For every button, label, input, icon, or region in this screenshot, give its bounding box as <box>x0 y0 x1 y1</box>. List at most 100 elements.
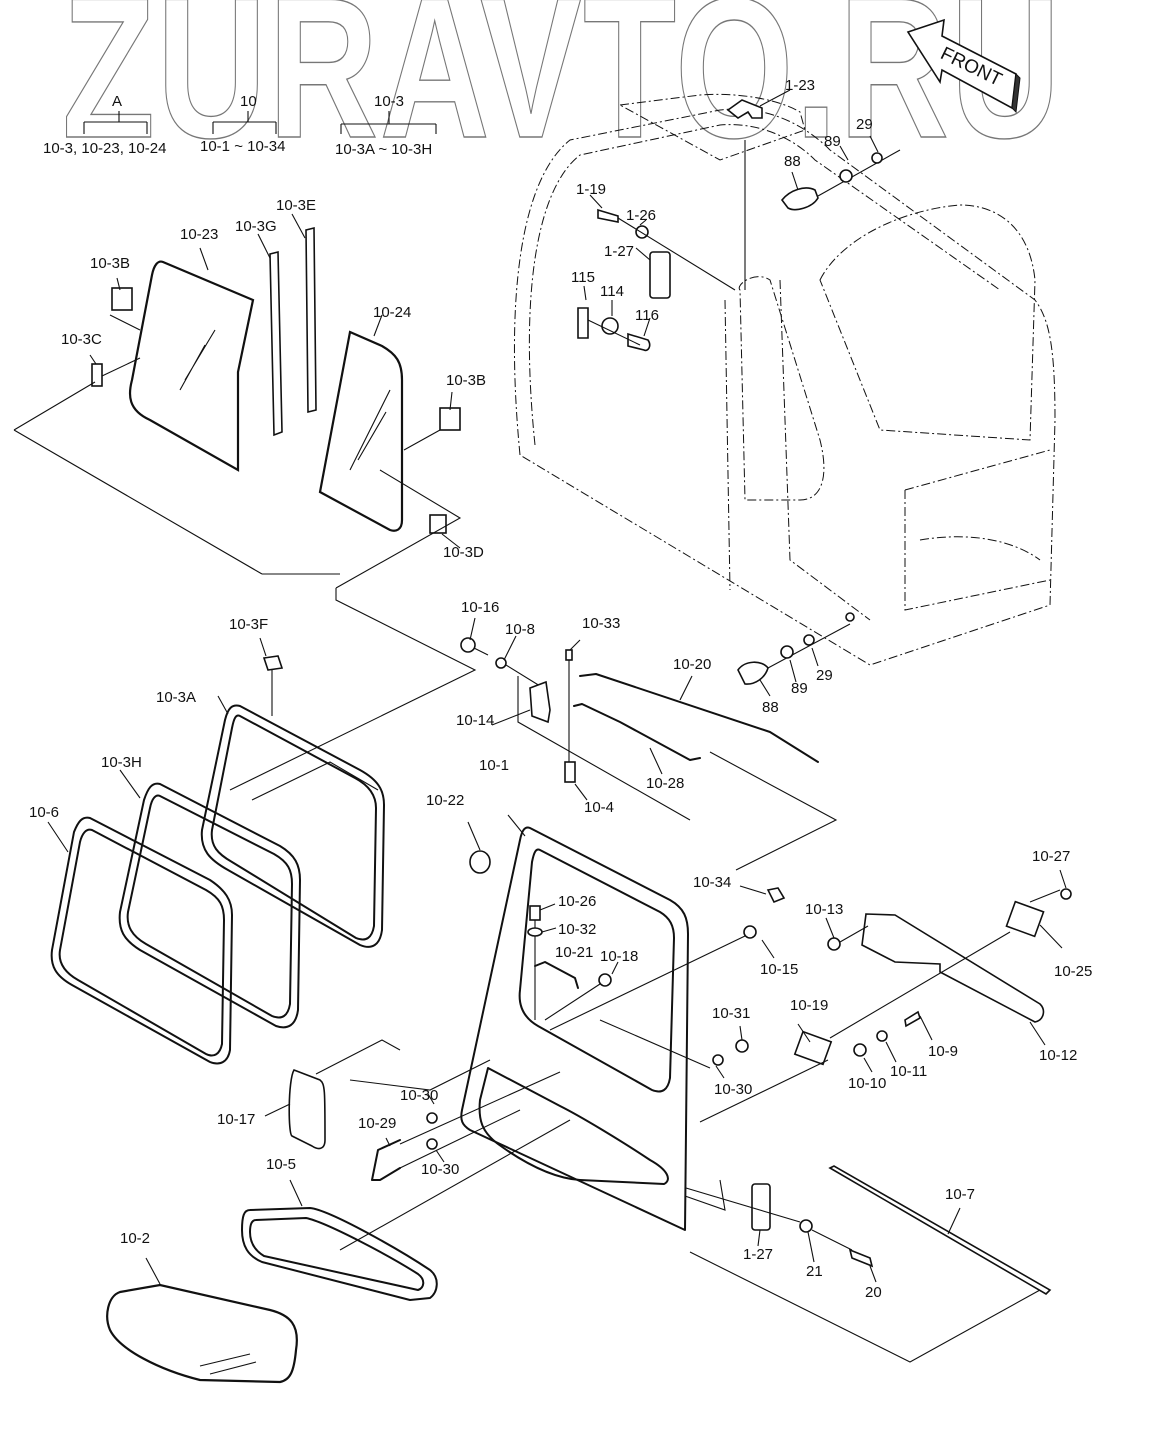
part-10-28-rod <box>573 703 838 871</box>
label-10-16: 10-16 <box>461 599 499 616</box>
part-10-3F <box>259 637 284 716</box>
label-10-5: 10-5 <box>266 1156 296 1173</box>
assembly-outline-a <box>13 381 340 575</box>
label-10-26: 10-26 <box>558 893 596 910</box>
part-10-24-glass <box>318 314 404 532</box>
watermark-text: ZURAVTO.RU <box>62 0 1062 180</box>
legend-head: 10-3 <box>374 93 404 110</box>
part-10-30-washers <box>399 1071 561 1169</box>
part-10-32-washer <box>527 927 557 937</box>
label-10-28: 10-28 <box>646 775 684 792</box>
part-10-2-glass <box>106 1257 298 1384</box>
part-10-17-armrest <box>264 1039 491 1150</box>
legend-members: 10-3A ~ 10-3H <box>335 141 432 158</box>
assembly-legend: A 10-3, 10-23, 10-24 10 10-1 ~ 10-34 10-… <box>43 93 437 158</box>
label-89-top: 89 <box>824 133 841 150</box>
label-10-14: 10-14 <box>456 712 494 729</box>
label-10-13: 10-13 <box>805 901 843 918</box>
label-1-26: 1-26 <box>626 207 656 224</box>
label-10-3A: 10-3A <box>156 689 196 706</box>
part-10-3H-seal <box>118 769 301 1029</box>
part-10-29-handle <box>371 1137 401 1181</box>
label-10-3C: 10-3C <box>61 331 102 348</box>
label-116: 116 <box>635 307 659 324</box>
part-10-13-clip <box>825 917 869 951</box>
legend-members: 10-3, 10-23, 10-24 <box>43 140 166 157</box>
label-10-24: 10-24 <box>373 304 411 321</box>
label-10-21: 10-21 <box>555 944 593 961</box>
legend-group-10: 10 10-1 ~ 10-34 <box>200 93 285 155</box>
part-10-3C <box>89 354 141 387</box>
label-10-15: 10-15 <box>760 961 798 978</box>
label-10-29: 10-29 <box>358 1115 396 1132</box>
part-10-5-seal <box>241 1119 571 1301</box>
part-10-23-glass <box>128 247 255 472</box>
part-21-washer <box>799 1219 815 1263</box>
label-10-27: 10-27 <box>1032 848 1070 865</box>
part-10-21-rod <box>534 961 579 989</box>
legend-head: A <box>112 93 122 110</box>
front-arrow-icon: FRONT <box>906 18 1021 114</box>
label-10-3D: 10-3D <box>443 544 484 561</box>
part-10-12-handle <box>861 913 1046 1046</box>
legend-group-10-3: 10-3 10-3A ~ 10-3H <box>335 93 437 158</box>
label-10-1: 10-1 <box>479 757 509 774</box>
part-10-31-10-30-right <box>599 1019 749 1079</box>
label-10-3F: 10-3F <box>229 616 268 633</box>
label-10-23: 10-23 <box>180 226 218 243</box>
label-10-30-right: 10-30 <box>714 1081 752 1098</box>
part-88-89-29-top <box>780 135 901 211</box>
part-10-25-cover <box>829 889 1063 1039</box>
part-10-4-stud <box>564 761 588 801</box>
label-10-32: 10-32 <box>558 921 596 938</box>
label-10-34: 10-34 <box>693 874 731 891</box>
label-29-top: 29 <box>856 116 873 133</box>
label-1-23: 1-23 <box>785 77 815 94</box>
part-10-15-lock <box>549 925 775 1031</box>
part-10-7-strip <box>828 1165 1052 1296</box>
label-1-27-top: 1-27 <box>604 243 634 260</box>
label-1-27-bot: 1-27 <box>743 1246 773 1263</box>
label-10-6: 10-6 <box>29 804 59 821</box>
part-10-16-bolt <box>460 617 489 656</box>
part-1-23 <box>726 89 791 119</box>
legend-members: 10-1 ~ 10-34 <box>200 138 285 155</box>
label-89-bot: 89 <box>791 680 808 697</box>
label-29-bot: 29 <box>816 667 833 684</box>
label-10-4: 10-4 <box>584 799 614 816</box>
part-10-8-washer <box>495 635 541 687</box>
label-21: 21 <box>806 1263 823 1280</box>
part-10-3D <box>335 469 462 589</box>
label-10-3B-left: 10-3B <box>90 255 130 272</box>
part-10-14-latch <box>491 676 691 821</box>
label-10-3G: 10-3G <box>235 218 277 235</box>
part-hinge-upper <box>577 194 736 352</box>
part-labels: 1-23 29 89 88 1-19 1-26 1-27 115 114 116… <box>29 77 1092 1301</box>
label-10-9: 10-9 <box>928 1043 958 1060</box>
label-10-7: 10-7 <box>945 1186 975 1203</box>
part-10-27-screw <box>1059 869 1072 900</box>
part-10-1-door <box>460 814 689 1231</box>
label-115: 115 <box>571 269 595 286</box>
label-10-30-a: 10-30 <box>400 1087 438 1104</box>
label-88-top: 88 <box>784 153 801 170</box>
label-10-12: 10-12 <box>1039 1047 1077 1064</box>
part-10-3A-seal <box>200 695 385 948</box>
label-10-22: 10-22 <box>426 792 464 809</box>
label-10-19: 10-19 <box>790 997 828 1014</box>
part-10-3B-left <box>109 277 141 331</box>
part-10-33-pin <box>565 639 581 762</box>
label-10-25: 10-25 <box>1054 963 1092 980</box>
part-1-27-hinge-lower <box>684 1179 1041 1363</box>
part-10-3B-right <box>403 391 461 451</box>
label-10-3E: 10-3E <box>276 197 316 214</box>
part-10-18-nut <box>544 961 619 1021</box>
part-10-3G-strip <box>257 233 283 437</box>
assembly-outline-b <box>229 588 477 801</box>
label-20: 20 <box>865 1284 882 1301</box>
label-10-3B-right: 10-3B <box>446 372 486 389</box>
part-10-3E-strip <box>291 213 317 414</box>
part-10-34-clip <box>739 885 786 904</box>
label-10-3H: 10-3H <box>101 754 142 771</box>
